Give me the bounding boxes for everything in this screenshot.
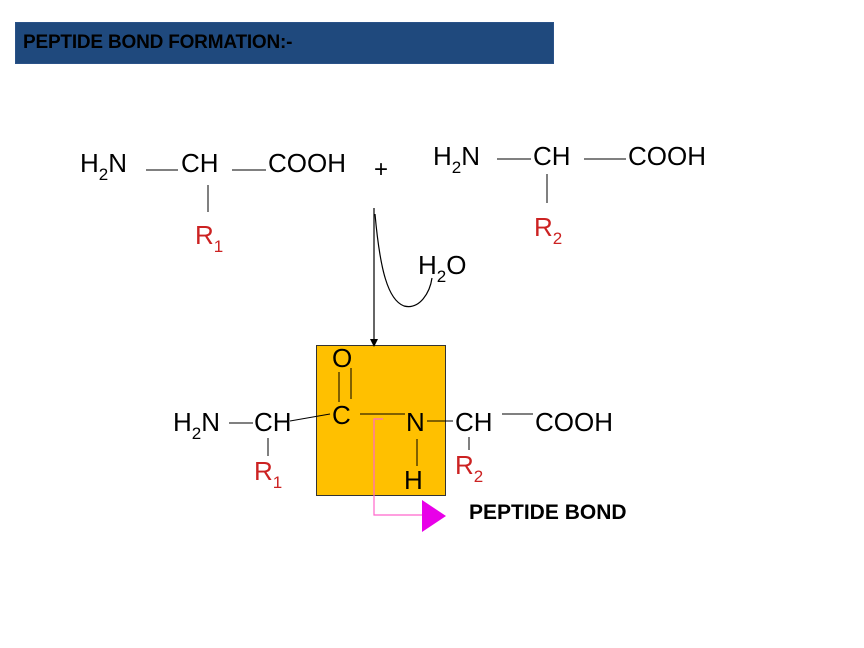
- product-amide-hydrogen: H: [404, 465, 423, 495]
- product-r2-group: R2: [455, 450, 484, 486]
- reaction-arrow-head: [370, 339, 378, 347]
- peptide-bond-label: PEPTIDE BOND: [469, 501, 627, 524]
- product-ch1: CH: [254, 407, 292, 437]
- reactant1-r-group: R1: [195, 220, 224, 256]
- reactant1-amine-group: H2N: [80, 148, 128, 184]
- product-amine-group: H2N: [173, 407, 221, 443]
- bond-p-ch1-c: [289, 413, 331, 422]
- peptide-bond-highlight-box: [316, 345, 446, 496]
- title-bar: PEPTIDE BOND FORMATION:-: [15, 22, 554, 64]
- slide-title: PEPTIDE BOND FORMATION:-: [23, 32, 293, 53]
- peptide-bond-pointer-arrowhead: [422, 500, 446, 532]
- reactant1-cooh: COOH: [268, 148, 346, 178]
- product-carbonyl-carbon: C: [332, 400, 351, 430]
- product-cooh: COOH: [535, 407, 613, 437]
- reactant2-r-group: R2: [534, 212, 563, 248]
- product-r1-group: R1: [254, 456, 283, 492]
- product-ch2: CH: [455, 407, 493, 437]
- peptide-bond-pointer-line: [373, 418, 422, 516]
- plus-sign: +: [374, 156, 389, 183]
- product-amide-nitrogen: N: [406, 407, 425, 437]
- water-release-curve: [374, 213, 433, 308]
- reactant1-ch: CH: [181, 148, 219, 178]
- product-carbonyl-oxygen: O: [332, 343, 353, 373]
- water-label: H2O: [418, 250, 467, 286]
- reactant2-cooh: COOH: [628, 141, 706, 171]
- reactant2-ch: CH: [533, 141, 571, 171]
- reactant2-amine-group: H2N: [433, 141, 481, 177]
